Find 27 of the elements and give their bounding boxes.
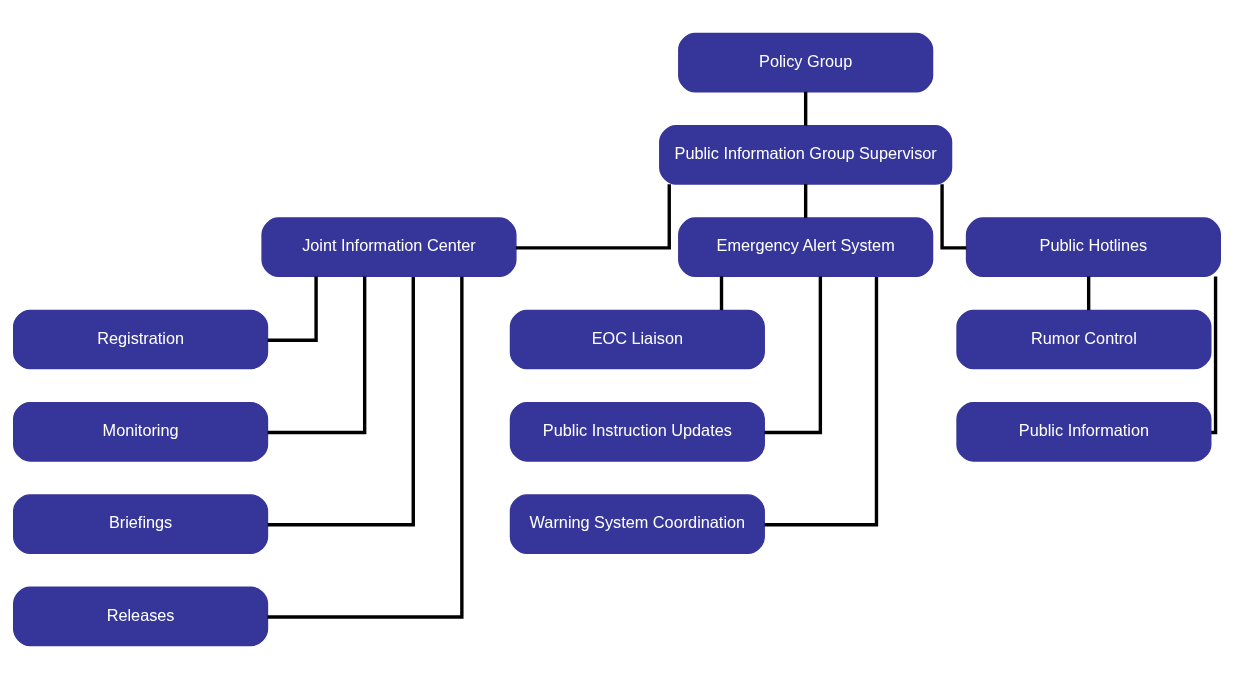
node-box: Public Instruction Updates (509, 401, 765, 462)
connector (803, 91, 808, 126)
connector (267, 276, 318, 342)
connector (267, 276, 464, 619)
node-box: Public Hotlines (965, 217, 1221, 278)
node-box: Monitoring (13, 401, 269, 462)
node-box: EOC Liaison (509, 309, 765, 370)
node-box: Emergency Alert System (678, 217, 934, 278)
connector (803, 184, 808, 218)
connector (719, 276, 724, 311)
connector (267, 276, 415, 527)
node-box: Warning System Coordination (509, 494, 765, 554)
node-box: Rumor Control (956, 309, 1212, 370)
connector (940, 184, 967, 250)
node-box: Registration (13, 309, 269, 370)
node-box: Policy Group (678, 32, 934, 93)
node-box: Joint Information Center (261, 217, 517, 278)
connector (516, 184, 671, 250)
connector (764, 276, 879, 527)
connector (267, 276, 367, 435)
connector (1211, 276, 1218, 435)
node-box: Public Information Group Supervisor (659, 125, 953, 185)
connector (764, 276, 823, 435)
node-box: Public Information (956, 401, 1212, 462)
node-box: Releases (13, 586, 269, 647)
node-box: Briefings (13, 494, 269, 554)
connector (1086, 276, 1091, 311)
